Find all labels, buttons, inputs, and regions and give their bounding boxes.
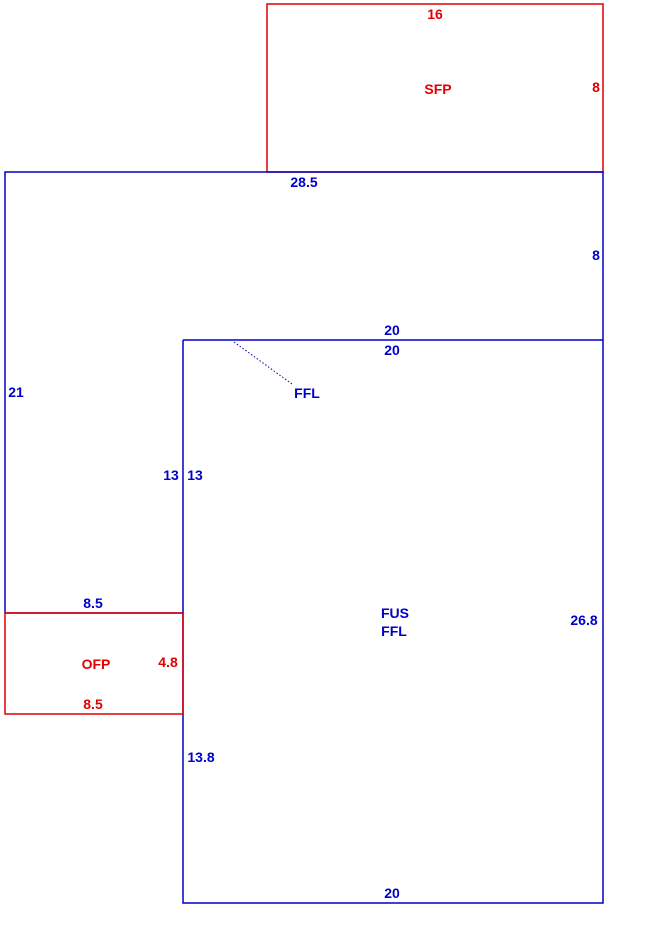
main-label-line2: FFL bbox=[381, 623, 407, 639]
ffl-callout-leader bbox=[233, 341, 293, 385]
main-label-line1: FUS bbox=[381, 605, 409, 621]
main-left-lower-dimension: 13.8 bbox=[187, 749, 214, 765]
living-area: 28.5 8 20 21 FFL 20 13 13 FUS FFL 26.8 1… bbox=[4, 171, 604, 904]
main-bottom-dimension: 20 bbox=[384, 885, 400, 901]
ofp-outline bbox=[4, 612, 184, 715]
upper-top-dimension: 28.5 bbox=[290, 174, 317, 190]
ofp-right-dimension: 4.8 bbox=[158, 654, 178, 670]
sfp-top-dimension: 16 bbox=[427, 6, 443, 22]
main-left-upper-outer-dimension: 13 bbox=[163, 467, 179, 483]
ffl-callout-label: FFL bbox=[294, 385, 320, 401]
ofp-label: OFP bbox=[82, 656, 111, 672]
main-left-upper-inner-dimension: 13 bbox=[187, 467, 203, 483]
ofp-top-dimension: 8.5 bbox=[83, 595, 103, 611]
main-right-dimension: 26.8 bbox=[570, 612, 597, 628]
upper-right-dimension: 8 bbox=[592, 247, 600, 263]
upper-bottom-dimension: 20 bbox=[384, 322, 400, 338]
upper-left-dimension: 21 bbox=[8, 384, 24, 400]
ofp-area: 8.5 OFP 4.8 8.5 bbox=[4, 595, 184, 715]
sfp-right-dimension: 8 bbox=[592, 79, 600, 95]
sfp-area: 16 SFP 8 bbox=[266, 3, 604, 173]
main-top-dimension: 20 bbox=[384, 342, 400, 358]
sfp-label: SFP bbox=[424, 81, 451, 97]
ofp-bottom-dimension: 8.5 bbox=[83, 696, 103, 712]
living-area-outline bbox=[4, 171, 604, 904]
